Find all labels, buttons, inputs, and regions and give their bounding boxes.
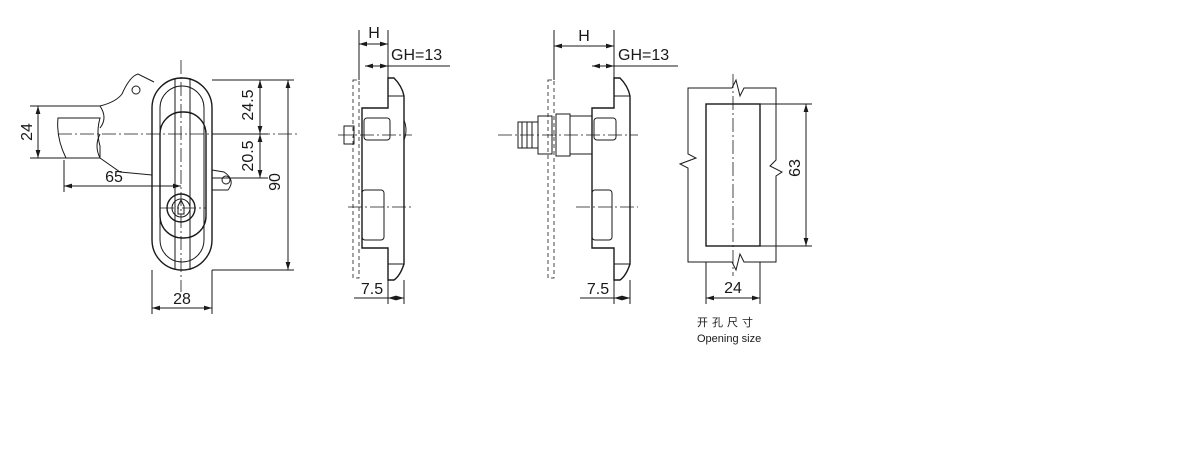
break-line-bottom bbox=[96, 133, 101, 159]
cutout-dim-text-height: 63 bbox=[787, 159, 804, 177]
caption-chinese: 开孔尺寸 bbox=[697, 315, 757, 329]
side2-dim-text-h: H bbox=[578, 28, 590, 45]
dim-text-front-total: 90 bbox=[267, 173, 284, 191]
cam-block-2 bbox=[591, 189, 613, 241]
side-view-short: H GH=13 7.5 bbox=[338, 25, 450, 304]
side1-dim-text-base: 7.5 bbox=[361, 281, 383, 298]
lock-body-side-2 bbox=[591, 77, 631, 281]
opening-size-view: 63 24 开孔尺寸 Opening size bbox=[678, 74, 812, 345]
pivot-hole-top bbox=[131, 85, 141, 95]
panel-break-outline bbox=[678, 78, 783, 272]
latch-block-2 bbox=[593, 117, 617, 141]
latch-lug-right bbox=[211, 169, 232, 191]
latch-arm-upper bbox=[99, 73, 155, 107]
side2-dim-text-base: 7.5 bbox=[587, 281, 609, 298]
cutout-dim-text-width: 24 bbox=[724, 280, 742, 297]
side1-dim-text-gh: GH=13 bbox=[391, 47, 442, 64]
rib-1 bbox=[403, 119, 407, 141]
dim-text-front-length: 65 bbox=[105, 169, 123, 186]
break-line-top bbox=[99, 105, 105, 129]
pivot-hole-right bbox=[221, 175, 231, 185]
handle-plate-outline bbox=[151, 77, 213, 271]
latch-tongue bbox=[57, 117, 101, 159]
side-view-long: H GH=13 7.5 bbox=[498, 28, 678, 304]
dim-text-front-upper: 24.5 bbox=[240, 89, 257, 120]
handle-grip-outline bbox=[159, 111, 207, 239]
front-view: 24 65 24.5 20.5 90 28 bbox=[19, 60, 300, 314]
cam-block-1 bbox=[361, 189, 385, 241]
latch-arm-lower bbox=[99, 157, 153, 176]
panel-section-1 bbox=[352, 79, 360, 279]
lock-body-side-1 bbox=[361, 77, 405, 281]
dim-text-front-width: 28 bbox=[173, 291, 191, 308]
caption-english: Opening size bbox=[697, 333, 761, 345]
dim-text-front-lower: 20.5 bbox=[240, 140, 257, 171]
dim-text-front-height: 24 bbox=[19, 123, 36, 141]
side1-dim-text-h: H bbox=[368, 25, 380, 42]
latch-block-1 bbox=[363, 117, 391, 141]
panel-section-2 bbox=[547, 79, 555, 279]
side2-dim-text-gh: GH=13 bbox=[618, 47, 669, 64]
